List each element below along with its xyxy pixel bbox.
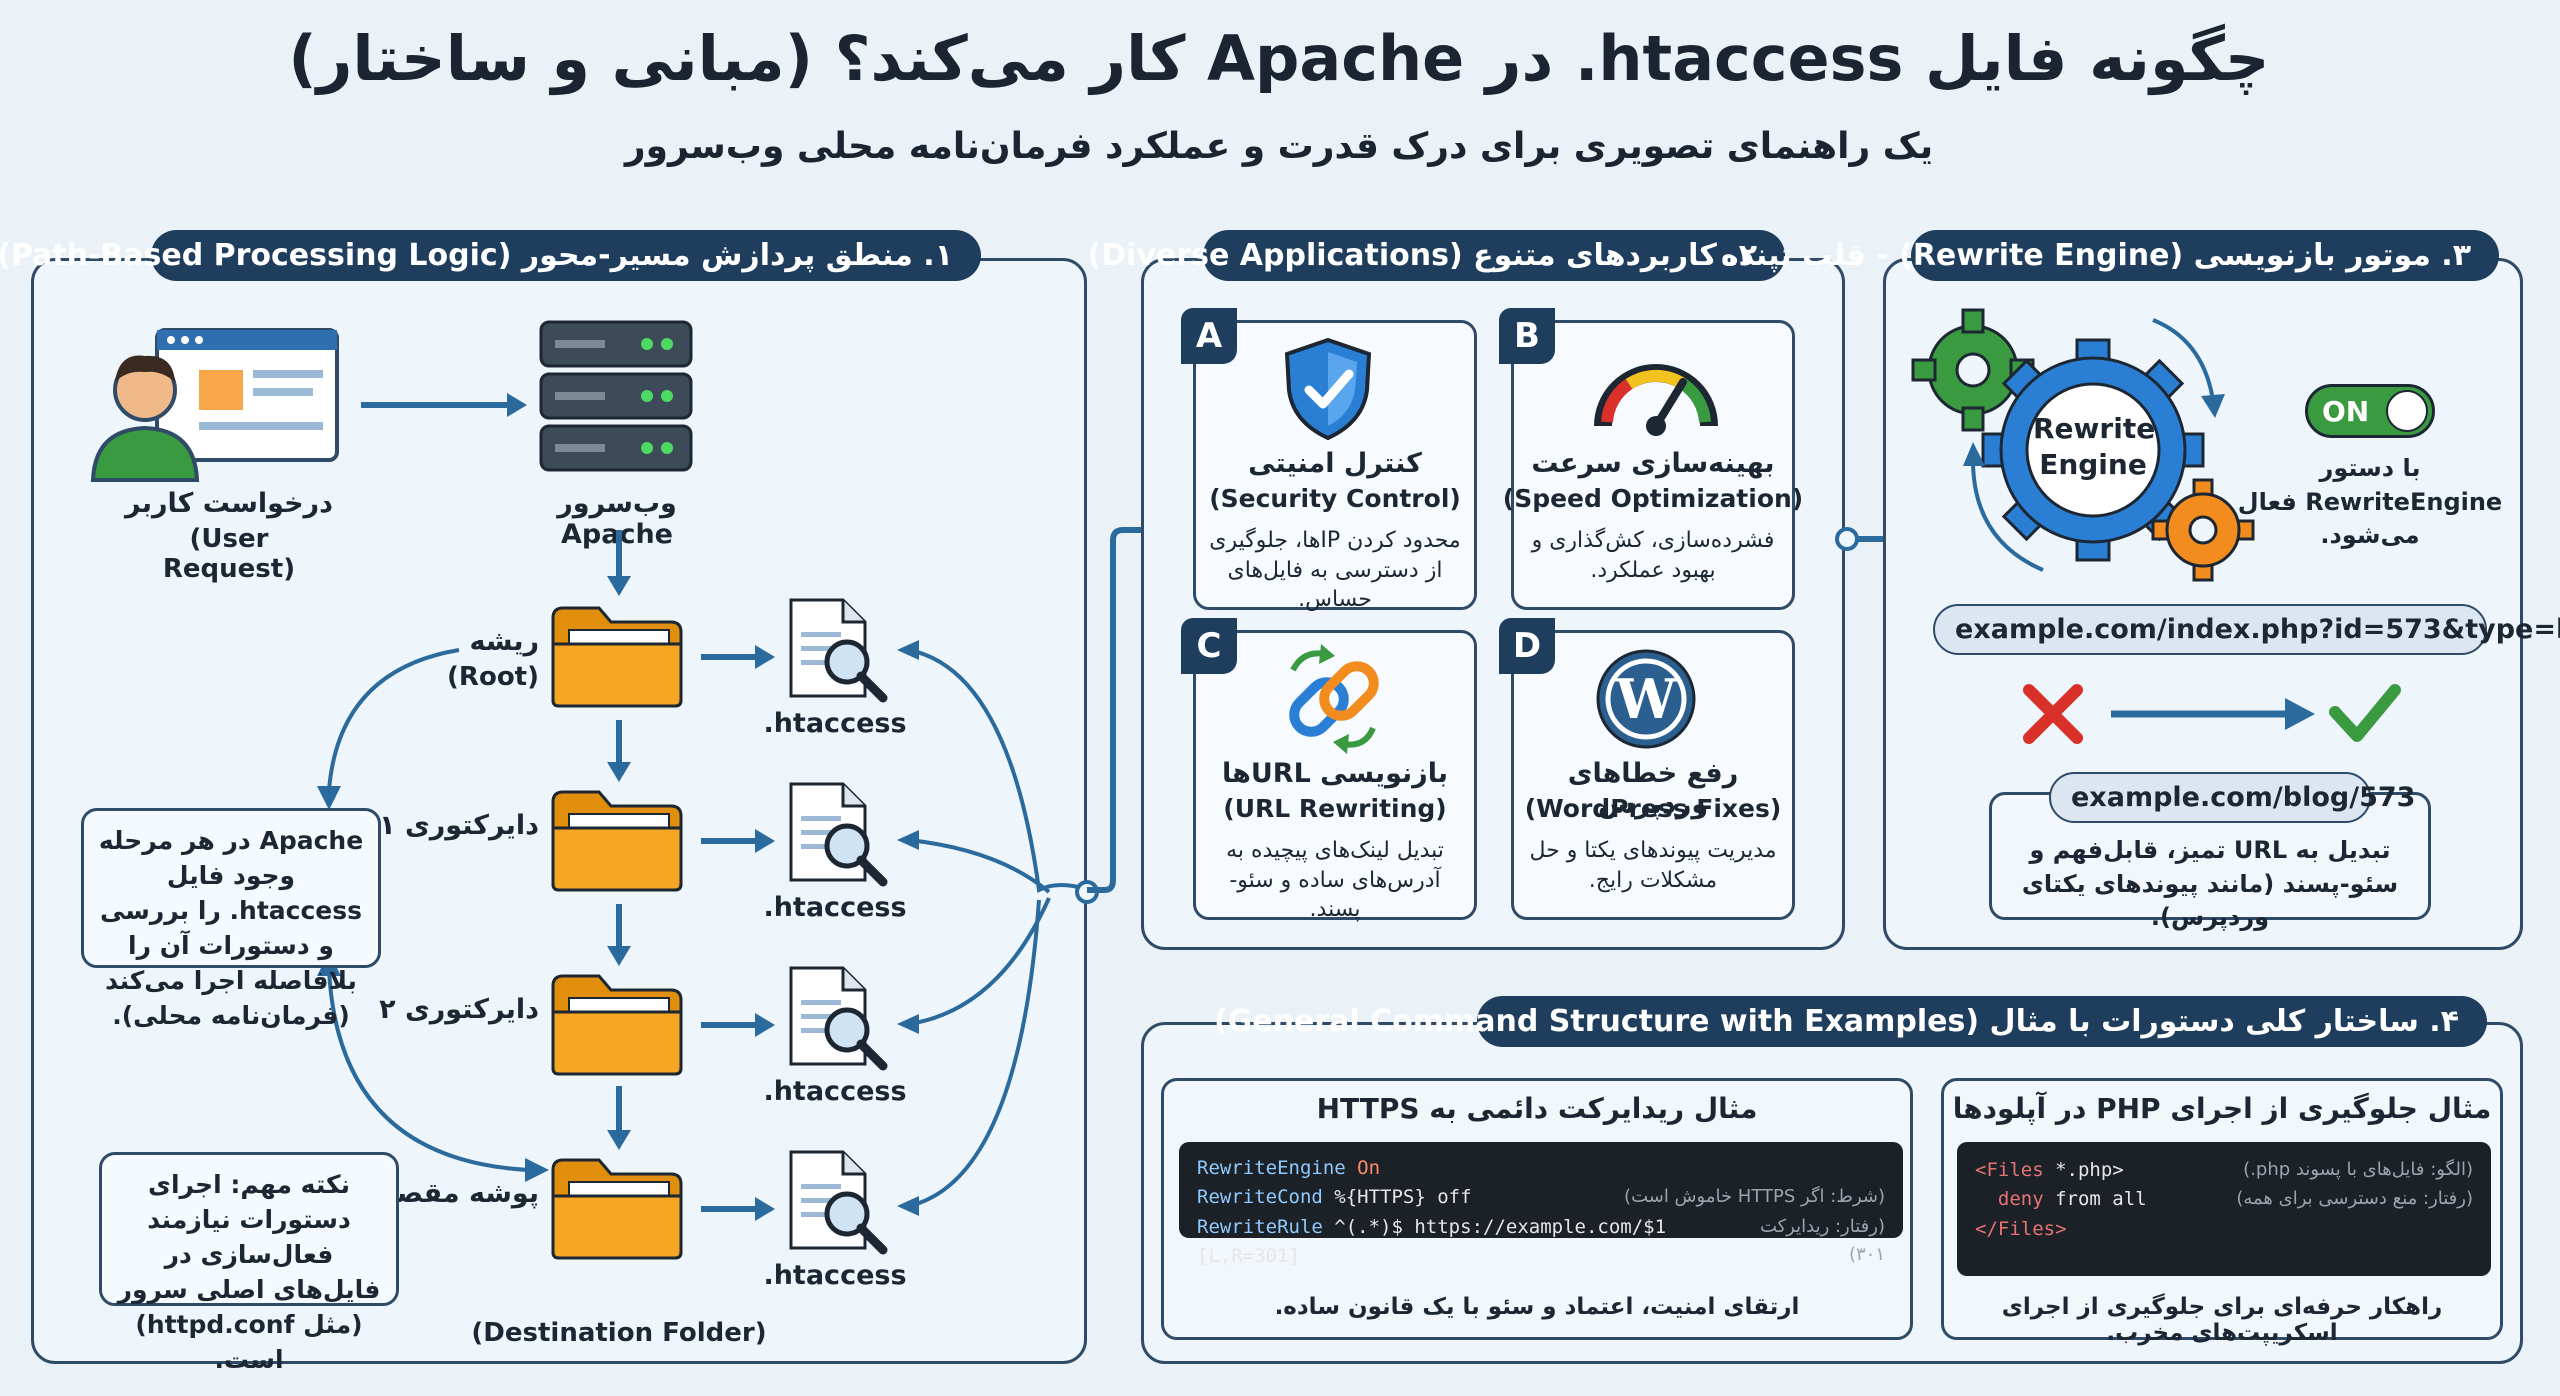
app-card-badge: B xyxy=(1500,308,1556,364)
red-x-icon xyxy=(2024,684,2084,744)
folder-label: دایرکتوری ۲ xyxy=(380,994,540,1025)
app-card-title: کنترل امنیتی xyxy=(1249,448,1423,479)
wordpress-icon: W xyxy=(1597,649,1697,749)
code-value: On xyxy=(1358,1157,1382,1179)
app-card-desc: تبدیل لینک‌های پیچیده به آدرس‌های ساده و… xyxy=(1227,838,1445,923)
app-card-title-en: (Speed Optimization) xyxy=(1503,484,1805,513)
toggle-knob xyxy=(2387,390,2429,432)
code-comment: (الگو: فایل‌های با پسوند php.) xyxy=(2244,1159,2474,1180)
code-comment: (رفتار: ریدایرکت ۳۰۱) xyxy=(1760,1215,1886,1265)
htaccess-label: .htaccess xyxy=(764,708,908,739)
arrow-user-to-server xyxy=(362,393,528,417)
htaccess-label: .htaccess xyxy=(764,1260,908,1291)
app-card-badge: C xyxy=(1182,618,1238,674)
gear-label-engine: Engine xyxy=(2040,448,2148,481)
folder-icon xyxy=(552,1158,684,1260)
code-value: ^(.*)$ https://example.com/$1 [L,R=301] xyxy=(1198,1215,1668,1268)
arrow-folder-to-htaccess xyxy=(702,829,776,853)
panel-path-logic-heading: ۱. منطق پردازش مسیر-محور (Path-Based Pro… xyxy=(0,230,982,281)
app-card-badge: D xyxy=(1500,618,1556,674)
user-request-label-en: (User Request) xyxy=(163,524,297,584)
arrow-folder-to-htaccess xyxy=(702,645,776,669)
speed-gauge-icon xyxy=(1595,364,1719,436)
app-card-desc: فشرده‌سازی، کش‌گذاری و بهبود عملکرد. xyxy=(1532,528,1776,583)
panel-rewrite-engine-heading: ۳. موتور بازنویسی (Rewrite Engine) - قلب… xyxy=(1722,230,2500,281)
code-keyword: RewriteEngine xyxy=(1198,1157,1347,1179)
example-https-title: مثال ریدایرکت دائمی به HTTPS xyxy=(1317,1092,1759,1125)
example-https-code: RewriteEngine On RewriteCond %{HTTPS} of… xyxy=(1180,1142,1904,1267)
folder-icon xyxy=(552,606,684,708)
example-php-title: مثال جلوگیری از اجرای PHP در آپلودها xyxy=(1953,1092,2493,1125)
folder-label: پوشه مقصد xyxy=(382,1178,540,1209)
htaccess-label: .htaccess xyxy=(764,1076,908,1107)
htaccess-file-icon xyxy=(790,966,889,1071)
panel-command-structure-heading: ۴. ساختار کلی دستورات با مثال (General C… xyxy=(1215,996,2488,1047)
folder-icon xyxy=(552,974,684,1076)
code-keyword: </Files> xyxy=(1976,1217,2068,1240)
app-card-icon xyxy=(1274,644,1394,758)
server-icon xyxy=(540,320,694,472)
gear-label-rewrite: Rewrite xyxy=(2034,412,2157,445)
green-check-icon xyxy=(2330,684,2402,742)
app-card-icon xyxy=(1274,334,1384,448)
svg-text:W: W xyxy=(1616,667,1679,731)
toggle-description: با دستور RewriteEngine فعال می‌شود. xyxy=(2238,454,2504,550)
url-transform-row xyxy=(2024,684,2402,744)
code-keyword: deny xyxy=(1976,1188,2045,1211)
app-card-badge: A xyxy=(1182,308,1238,364)
app-card-title-en: (WordPress Fixes) xyxy=(1525,794,1783,823)
link-rewrite-icon xyxy=(1290,644,1380,754)
folder-label-en: (Destination Folder) xyxy=(472,1318,768,1348)
folder-label: دایرکتوری ۱ xyxy=(380,810,540,841)
arrow-folder-to-htaccess xyxy=(702,1197,776,1221)
toggle-on-label: ON xyxy=(2323,395,2371,428)
note-per-step: Apache در هر مرحله وجود فایل htaccess. ر… xyxy=(82,808,382,1030)
example-php-footer: راهکار حرفه‌ای برای جلوگیری از اجرای اسک… xyxy=(2002,1294,2444,1346)
app-card-desc: مدیریت پیوندهای یکتا و حل مشکلات رایج. xyxy=(1530,838,1778,893)
rewrite-engine-toggle[interactable]: ON xyxy=(2306,384,2436,438)
shield-icon xyxy=(1285,337,1373,441)
folder-label-en: (Root) xyxy=(448,662,540,692)
url-after-pill: example.com/blog/573 xyxy=(2050,772,2416,823)
right-curve-arrows xyxy=(898,640,1100,1216)
note-important: نکته مهم: اجرای دستورات نیازمند فعال‌ساز… xyxy=(100,1152,400,1374)
code-keyword: <Files xyxy=(1976,1159,2045,1181)
htaccess-file-icon xyxy=(790,598,889,703)
app-card-desc: محدود کردن IPها، جلوگیری از دسترسی به فا… xyxy=(1210,528,1462,613)
code-comment: (شرط: اگر HTTPS خاموش است) xyxy=(1625,1186,1886,1208)
page-subtitle: یک راهنمای تصویری برای درک قدرت و عملکرد… xyxy=(625,126,1935,167)
code-comment: (رفتار: منع دسترسی برای همه) xyxy=(2237,1188,2474,1210)
folder-icon xyxy=(552,790,684,892)
example-https-footer: ارتقای امنیت، اعتماد و سئو با یک قانون س… xyxy=(1275,1294,1801,1320)
gears-icon xyxy=(1912,308,2256,582)
panel-applications-heading: ۲. کاربردهای متنوع (Diverse Applications… xyxy=(1089,230,1786,281)
code-keyword: RewriteRule xyxy=(1198,1215,1324,1238)
htaccess-label: .htaccess xyxy=(764,892,908,923)
url-before-pill: example.com/index.php?id=573&type=blog xyxy=(1934,604,2560,655)
arrow-folder-to-htaccess xyxy=(702,1013,776,1037)
app-card-icon xyxy=(1592,334,1722,448)
folder-flow-arrows xyxy=(608,530,632,1150)
page-title: چگونه فایل htaccess. در Apache کار می‌کن… xyxy=(289,22,2271,95)
app-card-icon: W xyxy=(1592,644,1702,758)
folder-label: ریشه xyxy=(470,626,540,657)
htaccess-file-icon xyxy=(790,1150,889,1255)
code-value: *.php> xyxy=(2056,1159,2125,1181)
htaccess-file-icon xyxy=(790,782,889,887)
app-card-title-en: (URL Rewriting) xyxy=(1224,794,1448,823)
app-card-title-en: (Security Control) xyxy=(1210,484,1462,513)
url-result-desc: تبدیل به URL تمیز، قابل‌فهم و سئو-پسند (… xyxy=(2022,836,2400,932)
user-request-label: درخواست کاربر xyxy=(126,488,334,519)
code-keyword: RewriteCond xyxy=(1198,1186,1324,1209)
example-php-code: <Files *.php> (الگو: فایل‌های با پسوند ph… xyxy=(1958,1142,2492,1276)
app-card-title: رفع خطاهای وردپرس xyxy=(1568,758,1740,820)
app-card-title: بازنویسی URLها xyxy=(1223,758,1449,789)
code-value: from all xyxy=(2056,1188,2148,1211)
user-request-icon xyxy=(91,328,340,482)
code-value: %{HTTPS} off xyxy=(1335,1186,1473,1209)
app-card-title: بهینه‌سازی سرعت xyxy=(1532,448,1776,479)
